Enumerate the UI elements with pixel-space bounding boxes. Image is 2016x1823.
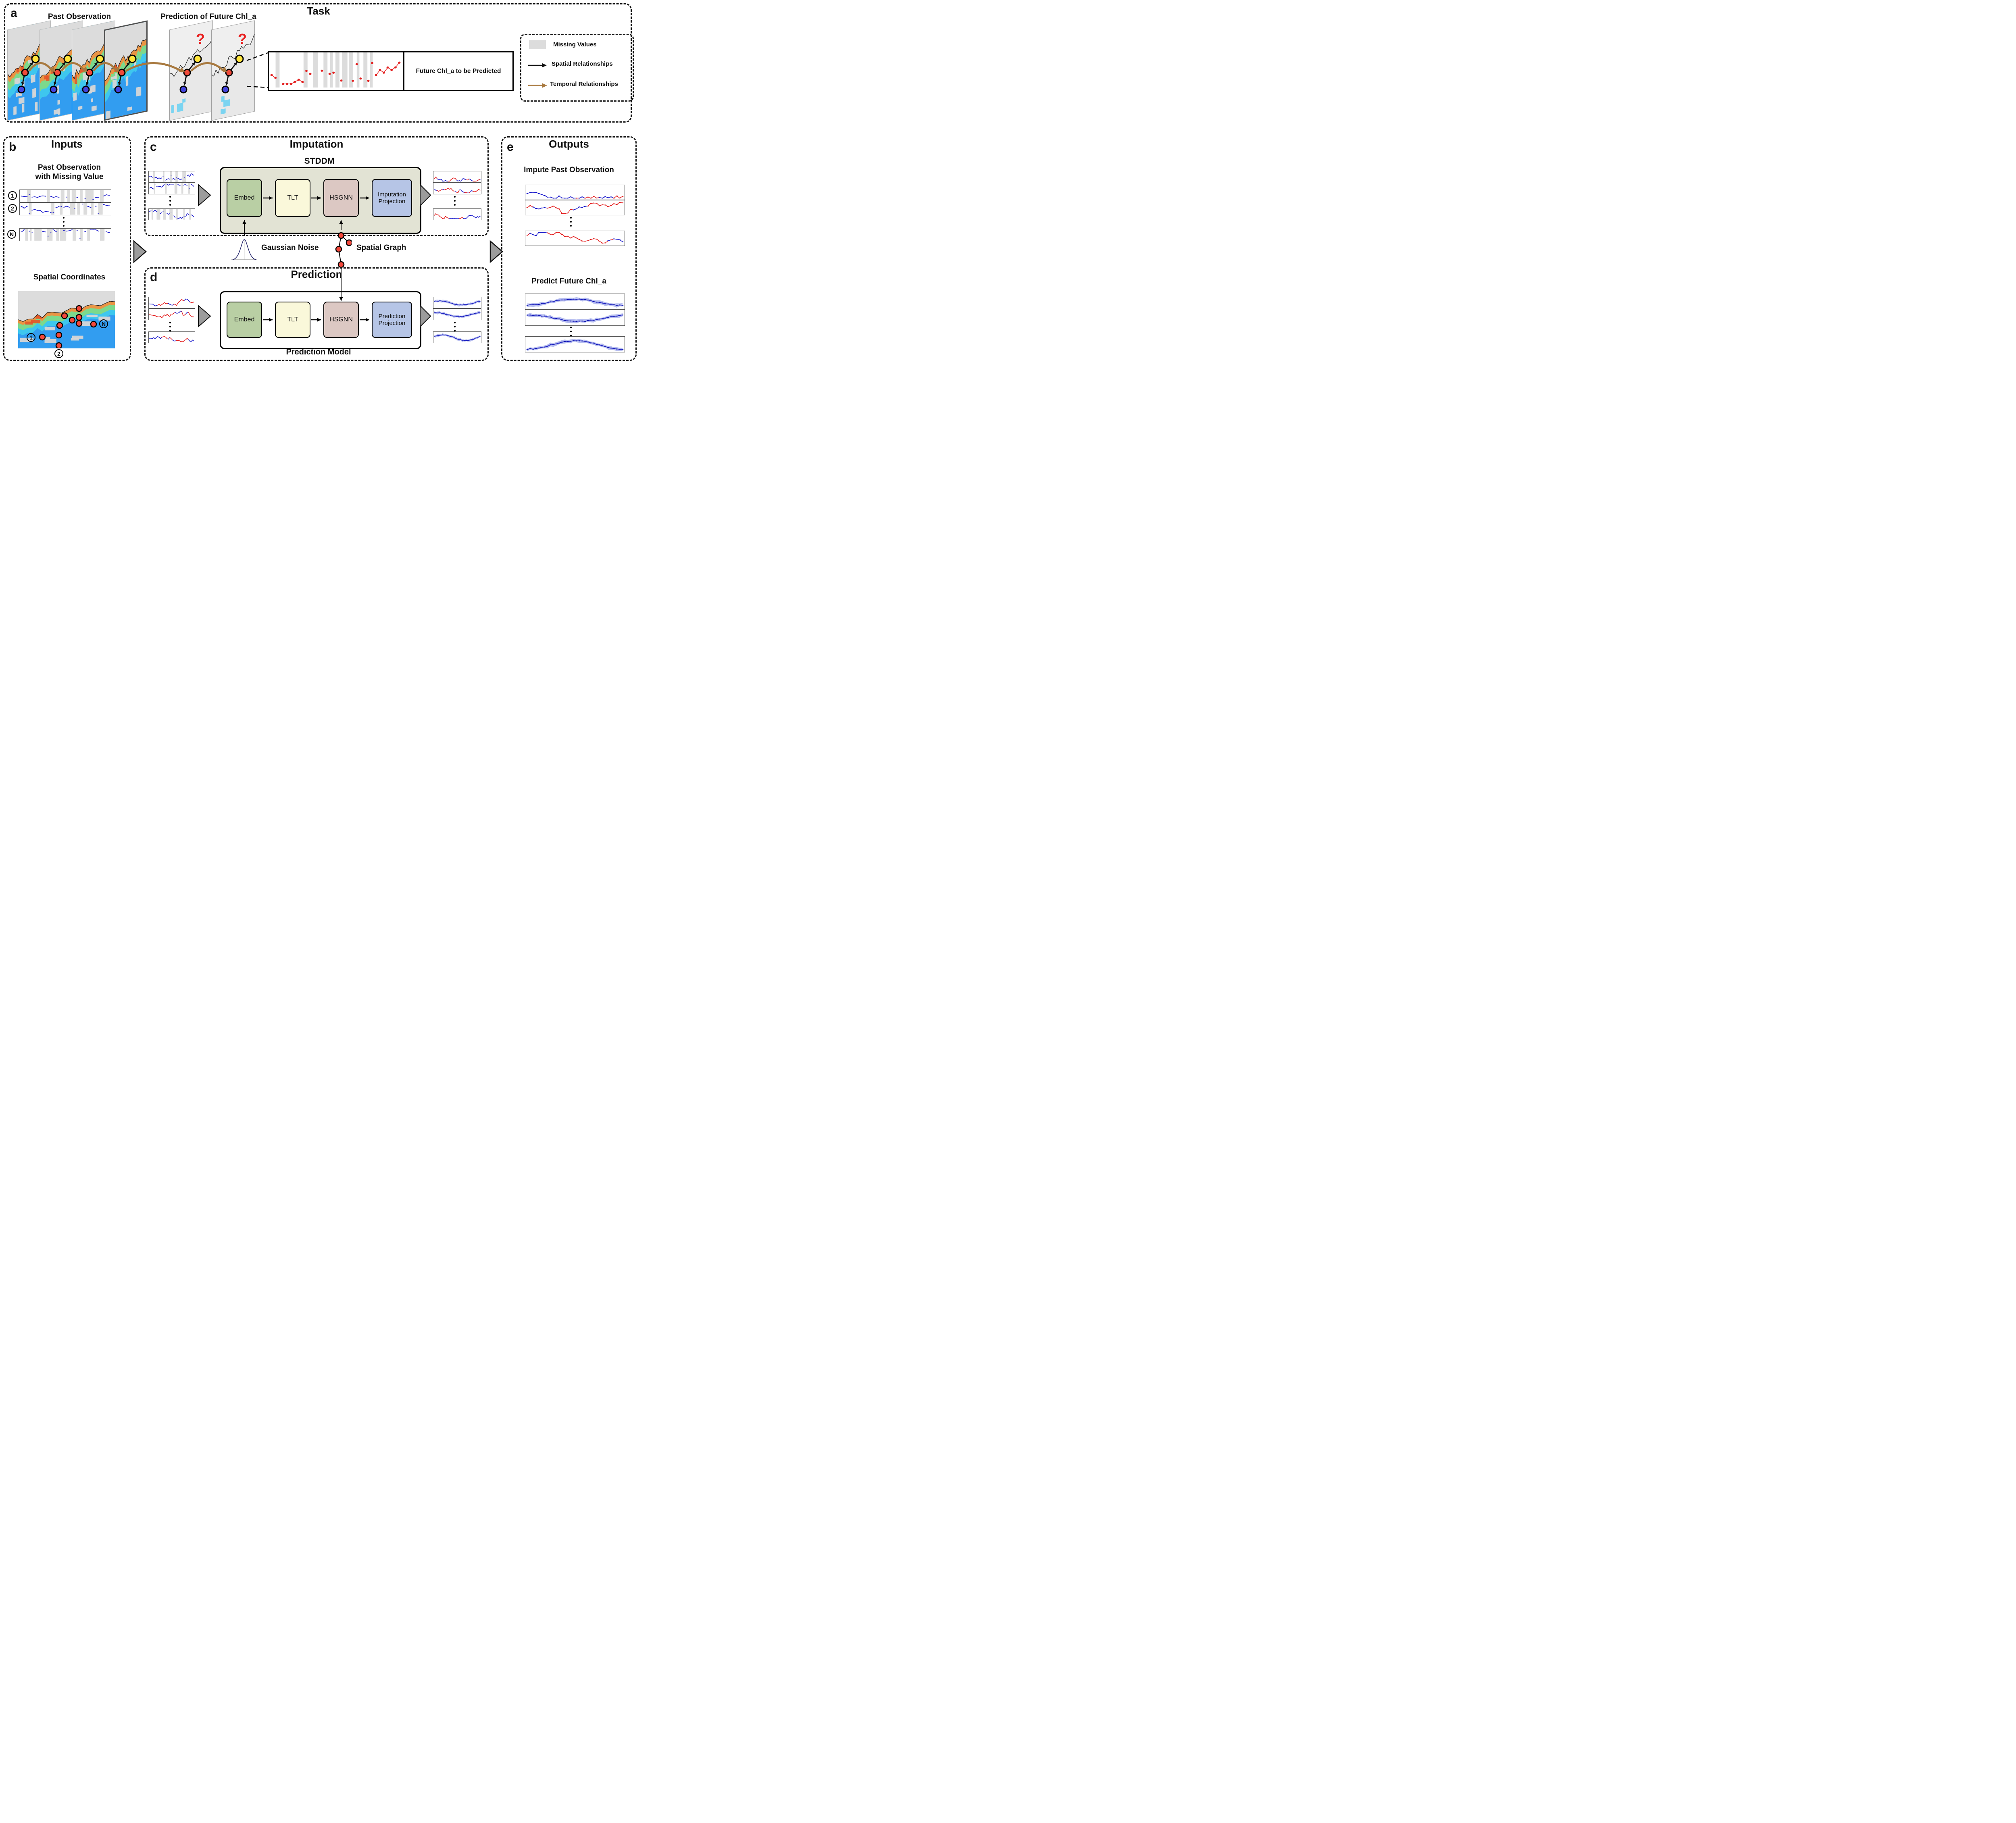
panel-e-title: Outputs <box>549 138 589 150</box>
impute-output-strip-1 <box>525 185 625 200</box>
panel-a <box>4 3 632 123</box>
gaussian-noise-label: Gaussian Noise <box>261 244 319 252</box>
embed-block-prediction: Embed <box>227 302 262 338</box>
temporal-arrow-icon <box>528 83 547 88</box>
panel-a-title: Task <box>307 5 330 17</box>
map-frame-5: ? <box>169 20 213 121</box>
spatial-coordinates-heading: Spatial Coordinates <box>33 273 106 281</box>
imputation-input-strip-1 <box>148 171 195 183</box>
chla-timeseries-box <box>268 51 406 91</box>
prediction-output-strip-n <box>433 331 481 343</box>
ellipsis-dots <box>454 196 456 206</box>
predict-output-strip-1 <box>525 294 625 310</box>
ellipsis-dots <box>169 196 171 206</box>
spatial-arrow-icon <box>528 63 547 68</box>
tlt-block-prediction: TLT <box>275 302 310 338</box>
prediction-output-strip-2 <box>433 308 481 320</box>
future-chla-box-label: Future Chl_a to be Predicted <box>416 67 501 75</box>
ellipsis-dots <box>570 217 572 227</box>
impute-heading: Impute Past Observation <box>524 166 614 174</box>
past-observation-label: Past Observation <box>48 13 111 21</box>
panel-b-title: Inputs <box>51 138 83 150</box>
question-mark: ? <box>238 31 247 47</box>
frame-nodes <box>179 54 202 94</box>
panel-b-label: b <box>9 140 17 154</box>
prediction-input-strip-n <box>148 331 195 343</box>
prediction-projection-block: Prediction Projection <box>372 302 412 338</box>
panel-a-label: a <box>10 6 17 20</box>
predict-output-strip-n <box>525 336 625 352</box>
stddm-title: STDDM <box>304 156 335 166</box>
gaussian-curve-icon <box>231 239 257 260</box>
map-site-2-badge: 2 <box>54 349 63 358</box>
prediction-input-strip-1 <box>148 297 195 308</box>
impute-output-strip-2 <box>525 200 625 215</box>
question-mark: ? <box>196 31 205 47</box>
imputation-projection-block: Imputation Projection <box>372 179 412 217</box>
ellipsis-dots <box>570 327 572 336</box>
panel-c-title: Imputation <box>289 138 344 150</box>
hsgnn-block-imputation: HSGNN <box>323 179 359 217</box>
panel-e-label: e <box>507 140 514 154</box>
ellipsis-dots <box>169 322 171 331</box>
legend-temporal-label: Temporal Relationships <box>550 81 618 88</box>
imputation-input-strip-2 <box>148 183 195 194</box>
spatial-graph-label: Spatial Graph <box>356 244 406 252</box>
chla-timeseries-plot <box>269 52 402 88</box>
map-site-dots <box>39 305 97 348</box>
ellipsis-dots <box>454 322 456 331</box>
past-observation-heading: Past Observation with Missing Value <box>35 163 104 181</box>
site-1-badge: 1 <box>8 191 17 200</box>
map-frame-6: ? <box>211 20 255 121</box>
legend-box <box>520 34 634 102</box>
panel-c-label: c <box>150 140 157 154</box>
imputation-output-strip-1 <box>433 171 481 183</box>
legend-spatial-label: Spatial Relationships <box>552 60 613 67</box>
frame-nodes <box>221 54 244 94</box>
prediction-input-strip-2 <box>148 308 195 320</box>
future-chla-box: Future Chl_a to be Predicted <box>403 51 514 91</box>
prediction-model-caption: Prediction Model <box>286 348 351 356</box>
map-site-n-badge: N <box>99 319 108 328</box>
hsgnn-block-prediction: HSGNN <box>323 302 359 338</box>
predict-heading: Predict Future Chl_a <box>531 277 606 285</box>
embed-block-imputation: Embed <box>227 179 262 217</box>
figure-canvas: a Task Past Observation Prediction of Fu… <box>0 0 640 365</box>
missing-values-swatch-icon <box>529 40 546 49</box>
site-2-badge: 2 <box>8 204 17 213</box>
ellipsis-dots <box>63 217 65 227</box>
input-strip-n <box>19 228 111 241</box>
map-frame-4 <box>104 20 148 121</box>
panel-c <box>144 136 489 236</box>
input-strip-2 <box>19 202 111 215</box>
legend-missing-label: Missing Values <box>553 41 597 48</box>
input-strip-1 <box>19 190 111 202</box>
imputation-output-strip-n <box>433 208 481 220</box>
panel-b <box>3 136 131 361</box>
frame-nodes <box>114 54 137 94</box>
tlt-block-imputation: TLT <box>275 179 310 217</box>
prediction-output-strip-1 <box>433 297 481 308</box>
imputation-input-strip-n <box>148 208 195 220</box>
prediction-label: Prediction of Future Chl_a <box>160 13 256 21</box>
spatial-graph-icon <box>335 232 352 268</box>
imputation-output-strip-2 <box>433 183 481 194</box>
panel-d-label: d <box>150 271 158 284</box>
panel-d-title: Prediction <box>291 268 342 280</box>
predict-output-strip-2 <box>525 310 625 326</box>
panel-d <box>144 267 489 361</box>
site-n-badge: N <box>7 230 16 239</box>
impute-output-strip-n <box>525 231 625 246</box>
map-site-1-badge: 1 <box>27 333 35 342</box>
